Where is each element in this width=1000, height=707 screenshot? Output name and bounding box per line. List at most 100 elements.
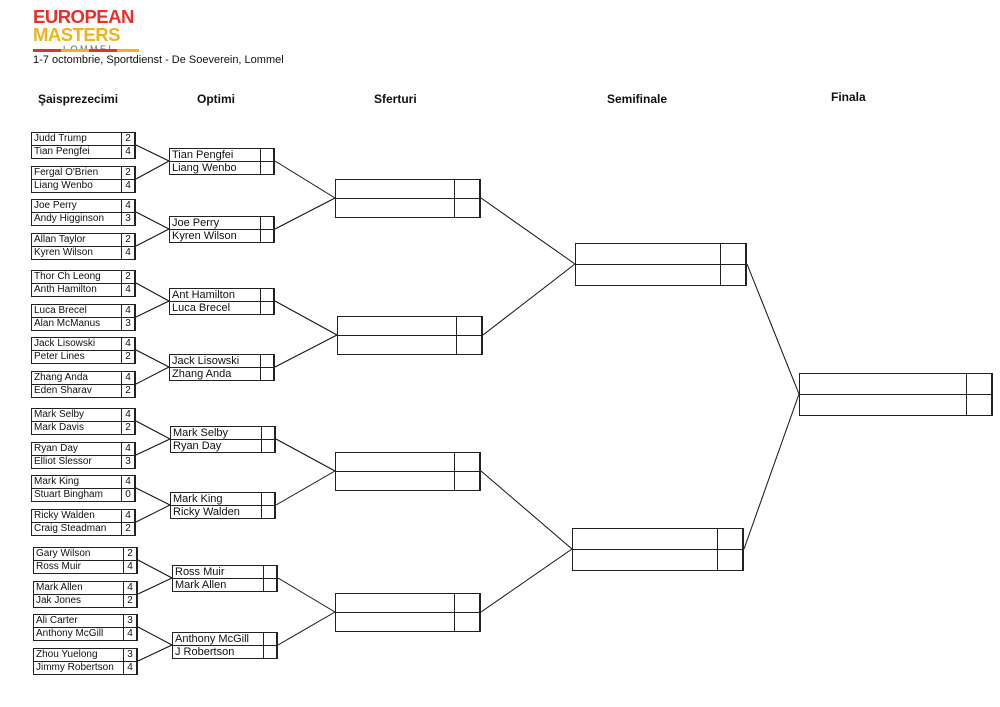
- logo-line-2: MASTERS: [33, 24, 120, 45]
- bracket-line: [135, 300, 170, 318]
- player-name: Mark King: [173, 493, 223, 505]
- score-box: 2: [121, 421, 135, 435]
- player-name: Mark Davis: [34, 422, 85, 433]
- score-box: [261, 439, 275, 453]
- player-name: J Robertson: [175, 646, 235, 658]
- round-header-last32: Şaisprezecimi: [38, 92, 119, 106]
- player-name: Zhang Anda: [172, 368, 232, 380]
- bracket-line: [482, 263, 576, 336]
- player-name: Ross Muir: [36, 561, 82, 572]
- bracket-line: [135, 487, 171, 506]
- last16-slot: Ross Muir: [172, 565, 278, 579]
- score-box: 2: [121, 384, 135, 398]
- bracket-line: [135, 228, 170, 247]
- bracket-line: [135, 504, 171, 523]
- player-name: Kyren Wilson: [34, 247, 93, 258]
- score-box: 2: [123, 547, 137, 561]
- score-box: 4: [121, 371, 135, 385]
- player-name: Ant Hamilton: [172, 289, 235, 301]
- score-box: 4: [121, 179, 135, 193]
- last16-slot: Liang Wenbo: [169, 161, 275, 175]
- player-name: Ali Carter: [36, 615, 78, 626]
- score-box: [263, 645, 277, 659]
- last16-slot: Ant Hamilton: [169, 288, 275, 302]
- last32-slot: Stuart Bingham 0: [31, 488, 136, 502]
- score-box: [454, 179, 480, 199]
- score-box: [456, 316, 482, 336]
- quarterfinal-slot: [335, 179, 481, 199]
- bracket-line: [480, 197, 576, 265]
- player-name: Stuart Bingham: [34, 489, 103, 500]
- quarterfinal-slot: [337, 316, 483, 336]
- quarterfinal-slot: [335, 471, 481, 491]
- score-box: [454, 471, 480, 491]
- score-box: [717, 528, 743, 550]
- bracket-line: [135, 144, 170, 162]
- score-box: 2: [123, 594, 137, 608]
- score-box: 0: [121, 488, 135, 502]
- player-name: Elliot Slessor: [34, 456, 92, 467]
- player-name: Mark King: [34, 476, 80, 487]
- score-box: [261, 492, 275, 506]
- quarterfinal-slot: [335, 593, 481, 613]
- score-box: 2: [121, 270, 135, 284]
- player-name: Jimmy Robertson: [36, 662, 114, 673]
- score-box: 3: [121, 317, 135, 331]
- last16-slot: Kyren Wilson: [169, 229, 275, 243]
- score-box: [261, 426, 275, 440]
- score-box: [260, 229, 274, 243]
- score-box: [260, 216, 274, 230]
- bracket-line: [135, 160, 170, 180]
- bracket-line: [137, 644, 173, 662]
- quarterfinal-slot: [335, 452, 481, 472]
- score-box: 2: [121, 132, 135, 146]
- player-name: Ross Muir: [175, 566, 225, 578]
- score-box: 2: [121, 166, 135, 180]
- player-name: Andy Higginson: [34, 213, 105, 224]
- event-logo: EUROPEAN MASTERS LOMMEL: [33, 7, 143, 54]
- score-box: [454, 612, 480, 632]
- bracket-line: [135, 366, 170, 385]
- player-name: Joe Perry: [34, 200, 77, 211]
- last16-slot: Tian Pengfei: [169, 148, 275, 162]
- bracket-line: [277, 577, 336, 613]
- logo-stripe-yellow: [61, 49, 89, 52]
- player-name: Thor Ch Leong: [34, 271, 101, 282]
- bracket-line: [275, 438, 336, 472]
- bracket-line: [274, 160, 336, 199]
- round-header-quarterfinals: Sferturi: [374, 92, 417, 106]
- last16-slot: J Robertson: [172, 645, 278, 659]
- semifinal-slot: [572, 549, 744, 571]
- score-box: 4: [123, 627, 137, 641]
- score-box: [263, 578, 277, 592]
- player-name: Anthony McGill: [175, 633, 249, 645]
- last32-slot: Mark Davis 2: [31, 421, 136, 435]
- logo-stripe-red: [33, 49, 61, 52]
- quarterfinal-slot: [337, 335, 483, 355]
- score-box: [260, 161, 274, 175]
- bracket-line: [274, 300, 338, 336]
- player-name: Allan Taylor: [34, 234, 86, 245]
- bracket-line: [480, 548, 573, 613]
- round-header-semifinals: Semifinale: [607, 92, 668, 106]
- quarterfinal-slot: [335, 612, 481, 632]
- player-name: Gary Wilson: [36, 548, 91, 559]
- score-box: 3: [123, 648, 137, 662]
- semifinal-slot: [575, 243, 747, 265]
- score-box: 4: [121, 304, 135, 318]
- player-name: Tian Pengfei: [172, 149, 234, 161]
- player-name: Ricky Walden: [34, 510, 95, 521]
